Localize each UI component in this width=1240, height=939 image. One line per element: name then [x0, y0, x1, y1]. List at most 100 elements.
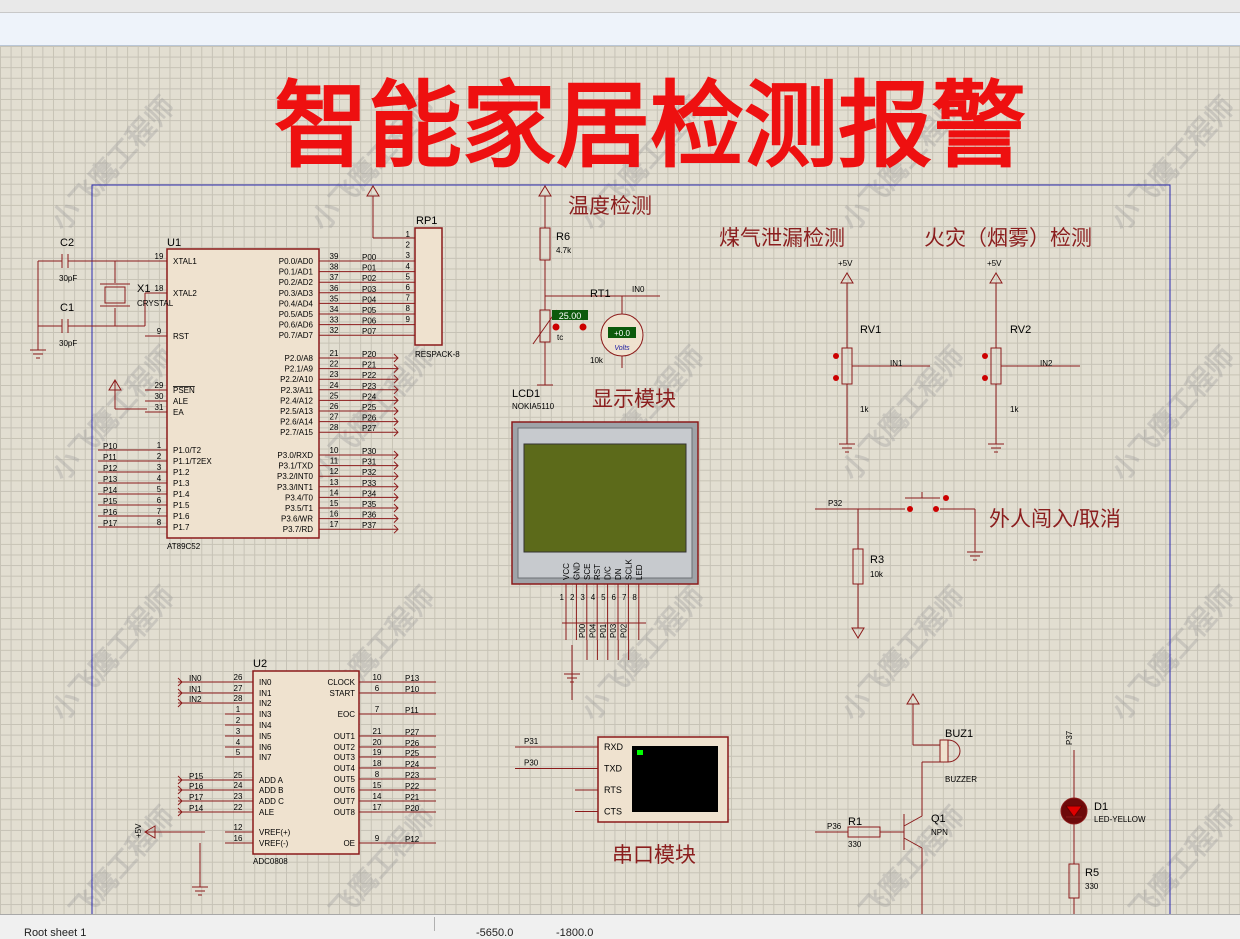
section-temp-label: 温度检测 [568, 195, 652, 218]
status-bar: Root sheet 1 -5650.0 -1800.0 [0, 914, 1240, 939]
q1-part: NPN [931, 828, 948, 837]
u1-pin-name: P2.7/A15 [280, 428, 313, 437]
lcd-net-label: P04 [588, 623, 597, 638]
svg-text:NOKIA5110: NOKIA5110 [512, 402, 555, 411]
rv1-net: IN1 [890, 359, 903, 368]
rp1-pin-num: 5 [406, 272, 411, 281]
u1-pin-name: P1.3 [173, 479, 190, 488]
x1-ref: X1 [137, 283, 150, 295]
u1-net-label: P35 [362, 500, 377, 509]
d1-part: LED-YELLOW [1094, 815, 1146, 824]
lcd-pin-name: D/C [604, 566, 613, 580]
u2-pin-name: ADD C [259, 797, 284, 806]
svg-text:RESPACK-8: RESPACK-8 [415, 350, 460, 359]
u1-net-label: P00 [362, 253, 377, 262]
lcd-pin-num: 4 [591, 593, 596, 602]
u2-net-label: P20 [405, 804, 420, 813]
u2-pin-name: OUT1 [334, 732, 356, 741]
svg-text:ADC0808: ADC0808 [253, 857, 288, 866]
u2-pin-name: ALE [259, 808, 274, 817]
u1-net-label: P20 [362, 350, 377, 359]
watermark-text: 小飞鹰工程师 [834, 340, 971, 487]
u1-pin-name: ALE [173, 397, 188, 406]
lcd1-nokia5110[interactable]: LCD1 NOKIA5110 VCC1GND2SCE3RST4D/C5DN6SC… [511, 388, 699, 700]
u1-net-label: P02 [362, 274, 377, 283]
rv1-gas-pot[interactable] [839, 272, 930, 453]
u2-net-label: P16 [189, 782, 204, 791]
u1-pin-name: P0.5/AD5 [279, 310, 314, 319]
u1-pin-name: P2.2/A10 [280, 375, 313, 384]
c1-value: 30pF [59, 339, 77, 348]
u1-pin-name: P3.7/RD [283, 525, 313, 534]
u2-pin-name: OUT6 [334, 786, 356, 795]
u1-pin-num: 3 [157, 463, 162, 472]
svg-text:AT89C52: AT89C52 [167, 542, 201, 551]
rp1-pin-num: 1 [406, 230, 411, 239]
u1-pin-name: P1.6 [173, 512, 190, 521]
sheet-border [91, 184, 1171, 914]
rv2-smoke-pot[interactable] [988, 272, 1080, 453]
u2-pin-name: OE [343, 839, 355, 848]
section-gas-label: 煤气泄漏检测 [719, 227, 845, 250]
watermark-text: 小飞鹰工程师 [1104, 580, 1240, 727]
intruder-switch[interactable] [815, 492, 983, 639]
u1-pin-num: 1 [157, 441, 162, 450]
switch-dots [833, 353, 988, 512]
buzzer-circuit[interactable] [815, 693, 961, 914]
u2-pin-name: VREF(+) [259, 828, 291, 837]
u2-pin-num: 12 [234, 823, 243, 832]
u2-net-label: P25 [405, 749, 420, 758]
lcd-pin-num: 3 [580, 593, 585, 602]
u1-pin-num: 4 [157, 474, 162, 483]
r1-net: P36 [827, 822, 842, 831]
u2-pin-name: ADD B [259, 786, 283, 795]
u1-net-label: P04 [362, 295, 377, 304]
u2-adc[interactable]: U2 ADC0808 26IN0IN027IN1IN128IN2IN21IN32… [134, 658, 436, 896]
u1-pin-name: P1.1/T2EX [173, 457, 212, 466]
u2-net-label: P23 [405, 771, 420, 780]
u1-net-label: P24 [362, 392, 377, 401]
ea-power-arrow [108, 379, 147, 410]
u2-pin-num: 26 [234, 673, 243, 682]
u1-pin-name: P2.5/A13 [280, 407, 313, 416]
document-tab-strip [0, 13, 1240, 46]
voltmeter-readout [608, 327, 636, 338]
svg-text:U1: U1 [167, 237, 181, 249]
u2-pin-name: IN7 [259, 753, 272, 762]
u1-mcu[interactable]: U1 AT89C52 19XTAL118XTAL29RST29PSEN30ALE… [98, 237, 415, 551]
u1-pin-name: P3.4/T0 [285, 493, 314, 502]
u1-pin-num: 39 [330, 252, 339, 261]
r5-value: 330 [1085, 882, 1099, 891]
u2-pin-name: IN5 [259, 732, 272, 741]
u1-pin-num: 35 [330, 294, 339, 303]
u1-pin-num: 38 [330, 263, 339, 272]
d1-net: P37 [1065, 730, 1074, 745]
rv1-value: 1k [860, 405, 869, 414]
lcd-pin-num: 8 [632, 593, 637, 602]
serial-net-label: P31 [524, 737, 539, 746]
u1-net-label: P03 [362, 285, 377, 294]
u1-net-label: P12 [103, 464, 118, 473]
section-serial-label: 串口模块 [612, 844, 696, 867]
u1-net-label: P32 [362, 468, 377, 477]
u2-pin-name: EOC [338, 710, 356, 719]
u2-net-label: P22 [405, 782, 420, 791]
schematic-canvas[interactable]: 小飞鹰工程师小飞鹰工程师小飞鹰工程师小飞鹰工程师小飞鹰工程师小飞鹰工程师小飞鹰工… [0, 46, 1240, 914]
lcd-pin-name: SCE [583, 564, 592, 580]
x1-part: CRYSTAL [137, 299, 174, 308]
led-circuit[interactable] [1060, 750, 1088, 914]
u2-pin-num: 1 [236, 705, 241, 714]
lcd-pin-name: SCLK [624, 558, 633, 580]
u1-pin-name: XTAL2 [173, 289, 197, 298]
u1-pin-name: P2.1/A9 [285, 365, 314, 374]
r6-value: 4.7k [556, 246, 572, 255]
rt1-ref: RT1 [590, 288, 611, 300]
u1-pin-num: 28 [330, 423, 339, 432]
rp1-pin-num: 8 [406, 304, 411, 313]
rt1-value: 10k [590, 356, 604, 365]
watermark-text: 小飞鹰工程师 [1104, 340, 1240, 487]
crystal-section[interactable] [30, 254, 167, 359]
u1-pin-num: 23 [330, 370, 339, 379]
